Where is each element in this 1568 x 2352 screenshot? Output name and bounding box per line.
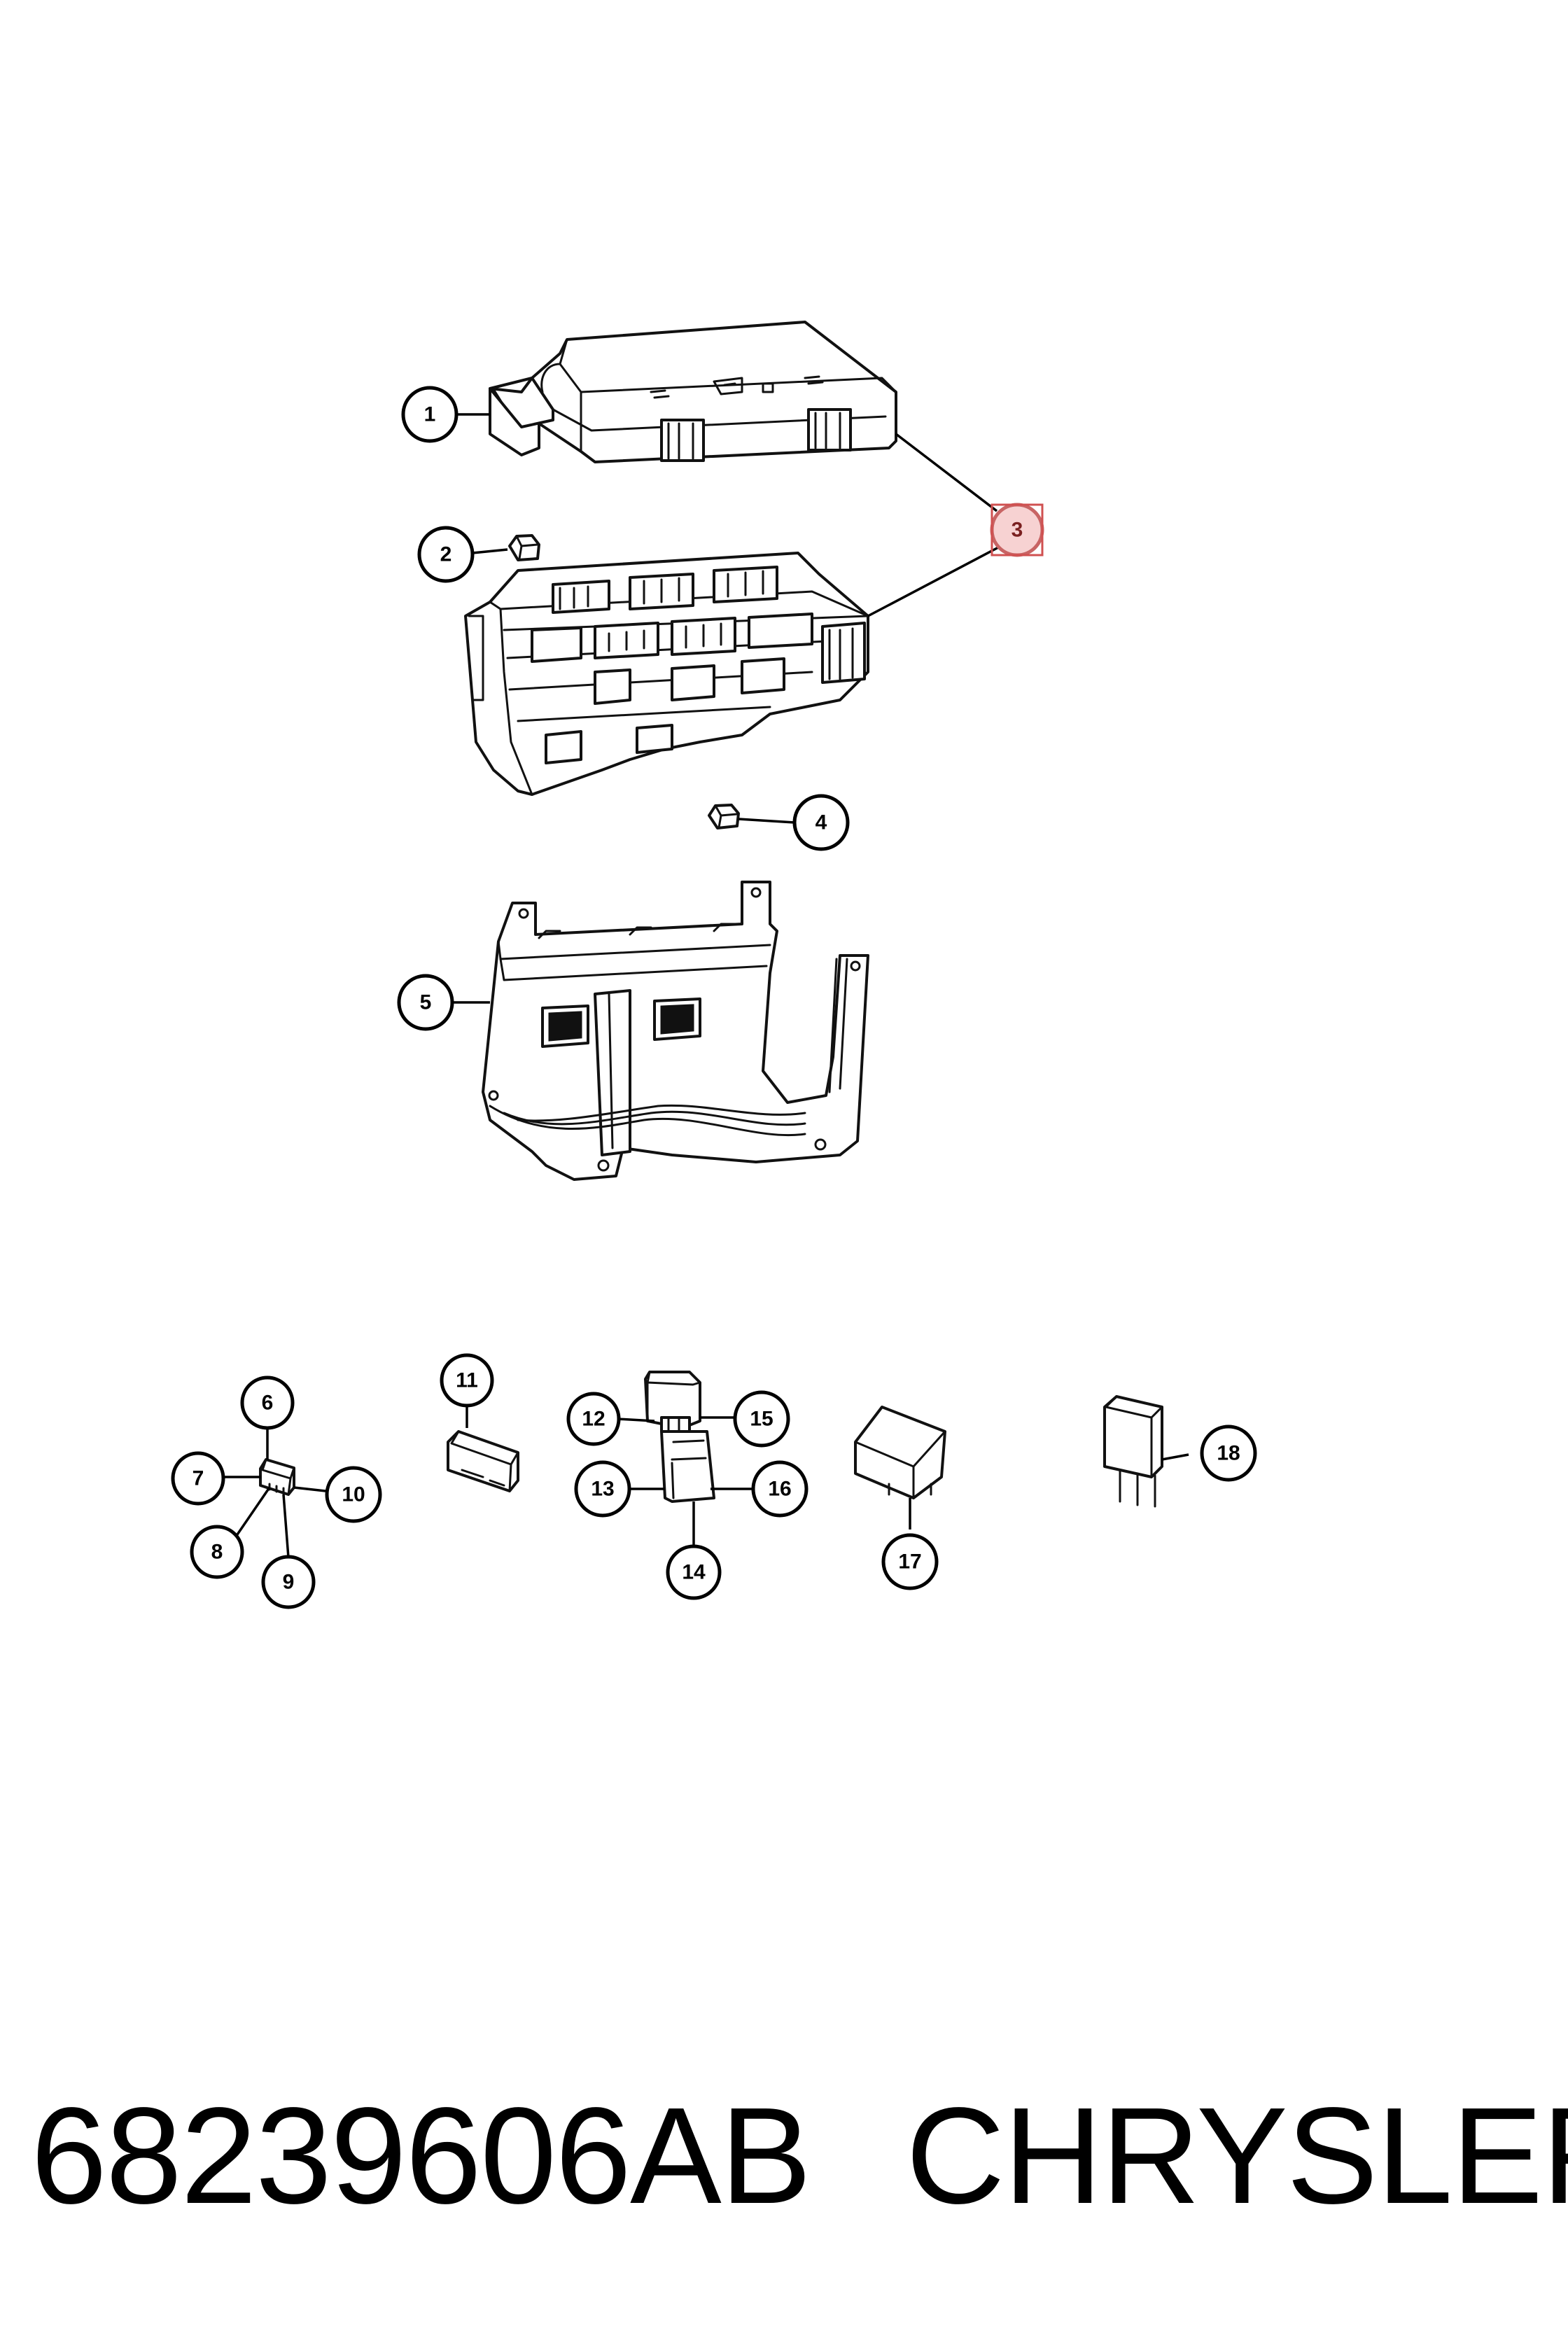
callout-6[interactable]: 6	[240, 1376, 295, 1430]
svg-text:11: 11	[456, 1369, 478, 1392]
nut-part-2	[508, 534, 540, 561]
callout-4[interactable]: 4	[792, 794, 850, 851]
nut-part-4	[708, 804, 740, 830]
fuse-holder	[644, 1371, 715, 1503]
micro-relay	[1103, 1395, 1163, 1508]
callout-13[interactable]: 13	[574, 1460, 631, 1518]
svg-text:6: 6	[262, 1392, 274, 1415]
callout-5[interactable]: 5	[397, 974, 454, 1031]
svg-text:13: 13	[591, 1478, 614, 1501]
callout-3-highlighted[interactable]: 3	[990, 503, 1044, 557]
callout-1[interactable]: 1	[401, 386, 458, 443]
svg-text:10: 10	[342, 1483, 365, 1506]
cartridge-fuse	[447, 1430, 519, 1492]
mounting-bracket	[482, 881, 869, 1181]
callout-17[interactable]: 17	[881, 1533, 939, 1590]
svg-text:3: 3	[1011, 519, 1023, 542]
part-number: 68239606AB	[31, 2079, 812, 2232]
relay-cube	[854, 1406, 946, 1499]
fuse-box-body	[464, 552, 869, 796]
callout-14[interactable]: 14	[666, 1544, 722, 1600]
svg-text:7: 7	[192, 1467, 204, 1490]
svg-text:12: 12	[582, 1408, 605, 1431]
callout-16[interactable]: 16	[751, 1460, 808, 1518]
svg-text:14: 14	[682, 1561, 706, 1584]
svg-text:15: 15	[750, 1408, 773, 1431]
callout-15[interactable]: 15	[733, 1390, 790, 1448]
brand-name: CHRYSLER	[906, 2079, 1568, 2232]
svg-text:5: 5	[420, 991, 432, 1014]
svg-text:1: 1	[424, 403, 436, 426]
svg-text:17: 17	[898, 1550, 921, 1574]
mini-fuse	[259, 1458, 295, 1496]
svg-text:4: 4	[816, 811, 827, 834]
callout-12[interactable]: 12	[566, 1392, 621, 1446]
leader-lines	[223, 413, 1189, 1558]
callout-8[interactable]: 8	[190, 1525, 244, 1579]
callout-7[interactable]: 7	[171, 1451, 225, 1506]
svg-text:8: 8	[211, 1541, 223, 1564]
callout-10[interactable]: 10	[325, 1466, 382, 1523]
svg-text:2: 2	[440, 543, 452, 566]
callout-9[interactable]: 9	[261, 1555, 316, 1609]
footer: 68239606AB CHRYSLER	[31, 2065, 1568, 2247]
svg-text:9: 9	[283, 1571, 295, 1594]
fuse-box-cover	[489, 321, 897, 463]
callout-2[interactable]: 2	[417, 526, 475, 583]
svg-text:18: 18	[1217, 1442, 1240, 1465]
svg-text:16: 16	[768, 1478, 791, 1501]
callout-11[interactable]: 11	[440, 1353, 494, 1408]
callout-18[interactable]: 18	[1200, 1424, 1257, 1482]
